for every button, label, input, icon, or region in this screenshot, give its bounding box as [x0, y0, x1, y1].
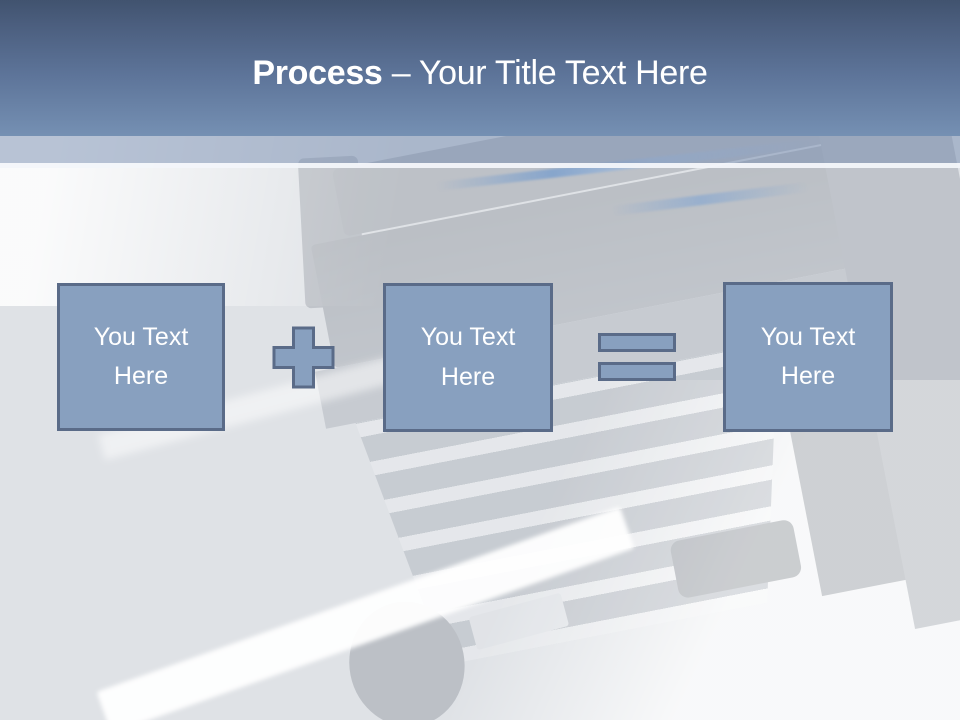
- process-box-1-label: You Text Here: [93, 322, 189, 391]
- title-keyword: Process: [252, 53, 383, 92]
- process-box-3[interactable]: You Text Here: [723, 282, 893, 432]
- page-title: Process – Your Title Text Here: [252, 44, 708, 93]
- equals-icon[interactable]: [598, 333, 676, 381]
- slide-header: Process – Your Title Text Here: [0, 0, 960, 136]
- equals-bar-bottom: [598, 362, 676, 381]
- process-box-2[interactable]: You Text Here: [383, 283, 553, 432]
- process-box-2-label: You Text Here: [420, 323, 516, 391]
- title-text: – Your Title Text Here: [382, 53, 708, 92]
- road-light-bottomright: [360, 380, 960, 720]
- process-box-3-label: You Text Here: [760, 322, 856, 391]
- plus-icon[interactable]: [272, 326, 335, 389]
- header-accent-band: [0, 136, 960, 168]
- equals-bar-top: [598, 333, 676, 352]
- process-box-1[interactable]: You Text Here: [57, 283, 225, 431]
